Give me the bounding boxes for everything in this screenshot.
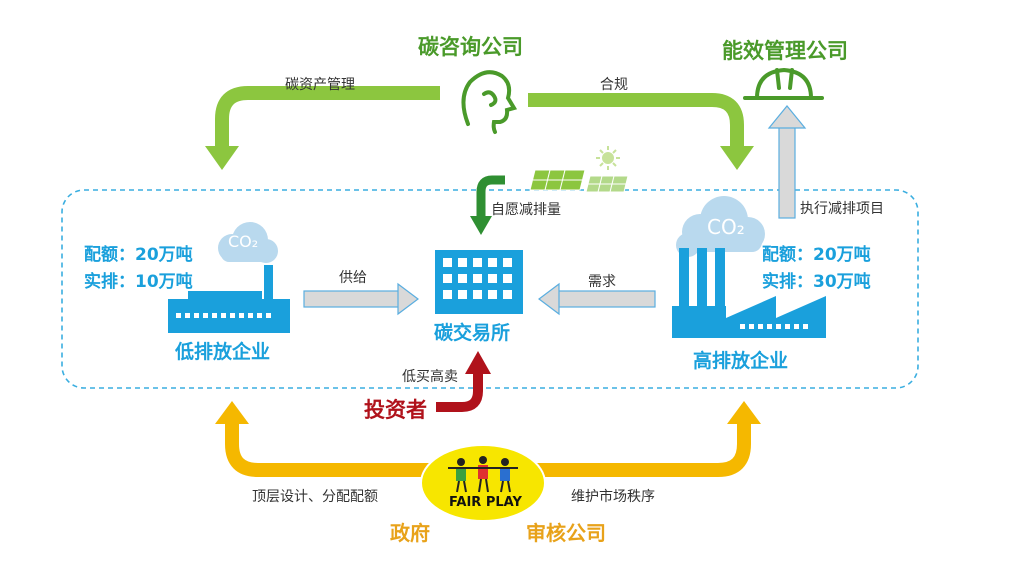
investor-label: 投资者 [364, 398, 427, 422]
low-actual-text: 实排：10万吨 [84, 272, 193, 292]
solar-panel-icon [529, 169, 629, 193]
high-emission-factory-icon [672, 196, 826, 338]
execute-projects-label: 执行减排项目 [800, 201, 884, 217]
co2-high-badge: CO₂ [707, 215, 745, 239]
compliance-label: 合规 [600, 77, 628, 93]
carbon-asset-mgmt-label: 碳资产管理 [285, 77, 355, 93]
fair-play-figures-icon [448, 456, 518, 493]
compliance-arrow [528, 93, 744, 148]
carbon-asset-arrow [215, 86, 440, 148]
exchange-building-icon [435, 250, 523, 314]
market-order-label: 维护市场秩序 [571, 489, 655, 505]
fair-play-text: FAIR PLAY [449, 495, 522, 510]
government-arrow [225, 422, 430, 477]
auditor-label: 审核公司 [526, 521, 606, 545]
energy-mgmt-label: 能效管理公司 [722, 39, 848, 63]
co2-low-badge: CO₂ [228, 232, 259, 251]
consultant-head-icon [461, 70, 518, 134]
carbon-consulting-label: 碳咨询公司 [418, 35, 523, 59]
high-actual-text: 实排：30万吨 [762, 272, 871, 292]
high-emission-label: 高排放企业 [693, 350, 789, 372]
supply-arrow [303, 282, 419, 316]
low-quota-text: 配额：20万吨 [84, 245, 193, 265]
investor-arrow [436, 372, 483, 412]
fair-play-badge [420, 444, 546, 522]
demand-label: 需求 [588, 274, 616, 290]
top-design-label: 顶层设计、分配配额 [252, 489, 378, 505]
market-boundary [61, 189, 919, 389]
execute-projects-arrow [767, 105, 807, 219]
sun-icon [596, 146, 620, 170]
exchange-label: 碳交易所 [434, 322, 511, 344]
government-label: 政府 [390, 521, 430, 545]
buy-low-sell-high-label: 低买高卖 [402, 369, 458, 385]
voluntary-arrow [476, 175, 505, 218]
low-emission-label: 低排放企业 [175, 341, 271, 363]
low-emission-factory-icon [168, 222, 290, 333]
high-quota-text: 配额：20万吨 [762, 245, 871, 265]
voluntary-reduction-label: 自愿减排量 [491, 202, 561, 218]
auditor-arrow [536, 422, 751, 477]
demand-arrow [538, 282, 656, 316]
supply-label: 供给 [339, 270, 367, 286]
hard-hat-icon [743, 67, 824, 100]
